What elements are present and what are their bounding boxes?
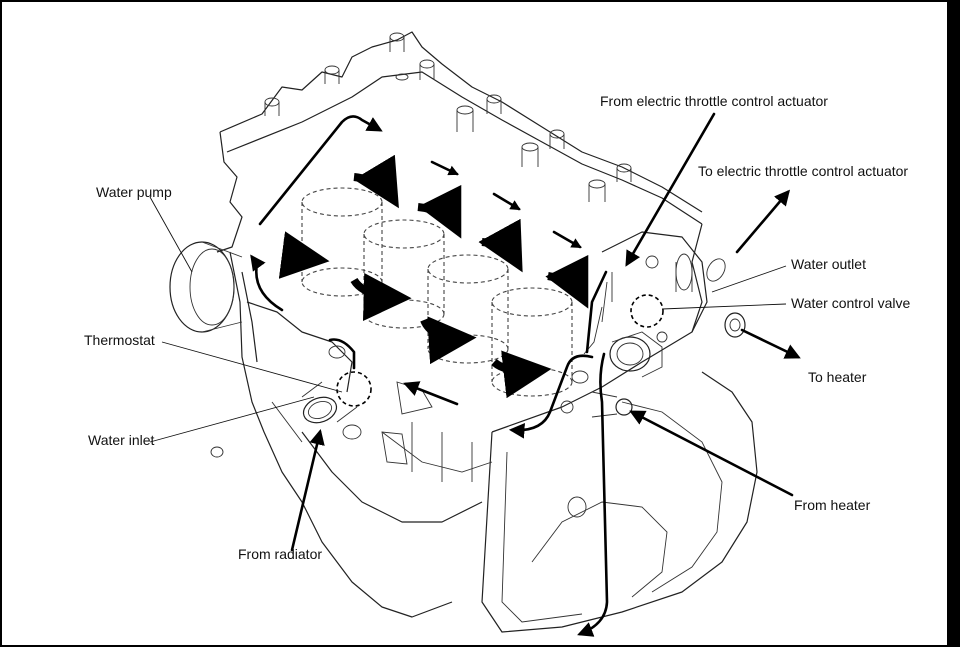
label-from-electric-throttle-control-actuator: From electric throttle control actuator [600,93,828,109]
label-water-inlet: Water inlet [88,432,155,448]
label-to-heater: To heater [808,369,867,385]
label-water-control-valve: Water control valve [791,295,911,311]
label-from-heater: From heater [794,497,871,513]
thermostat-marker [336,371,372,407]
engine-cooling-diagram [149,31,801,637]
label-water-pump: Water pump [96,184,172,200]
label-water-outlet: Water outlet [791,256,866,272]
diagram-panel: From electric throttle control actuator … [2,2,947,645]
leader-lines [149,196,787,443]
water-control-valve-marker [630,294,664,328]
cylinder-bores [301,187,573,397]
label-thermostat: Thermostat [84,332,155,348]
engine-block-outline [169,31,758,633]
coolant-flow-arrows [250,112,801,637]
label-to-electric-throttle-control-actuator: To electric throttle control actuator [698,163,909,179]
label-from-radiator: From radiator [238,546,323,562]
